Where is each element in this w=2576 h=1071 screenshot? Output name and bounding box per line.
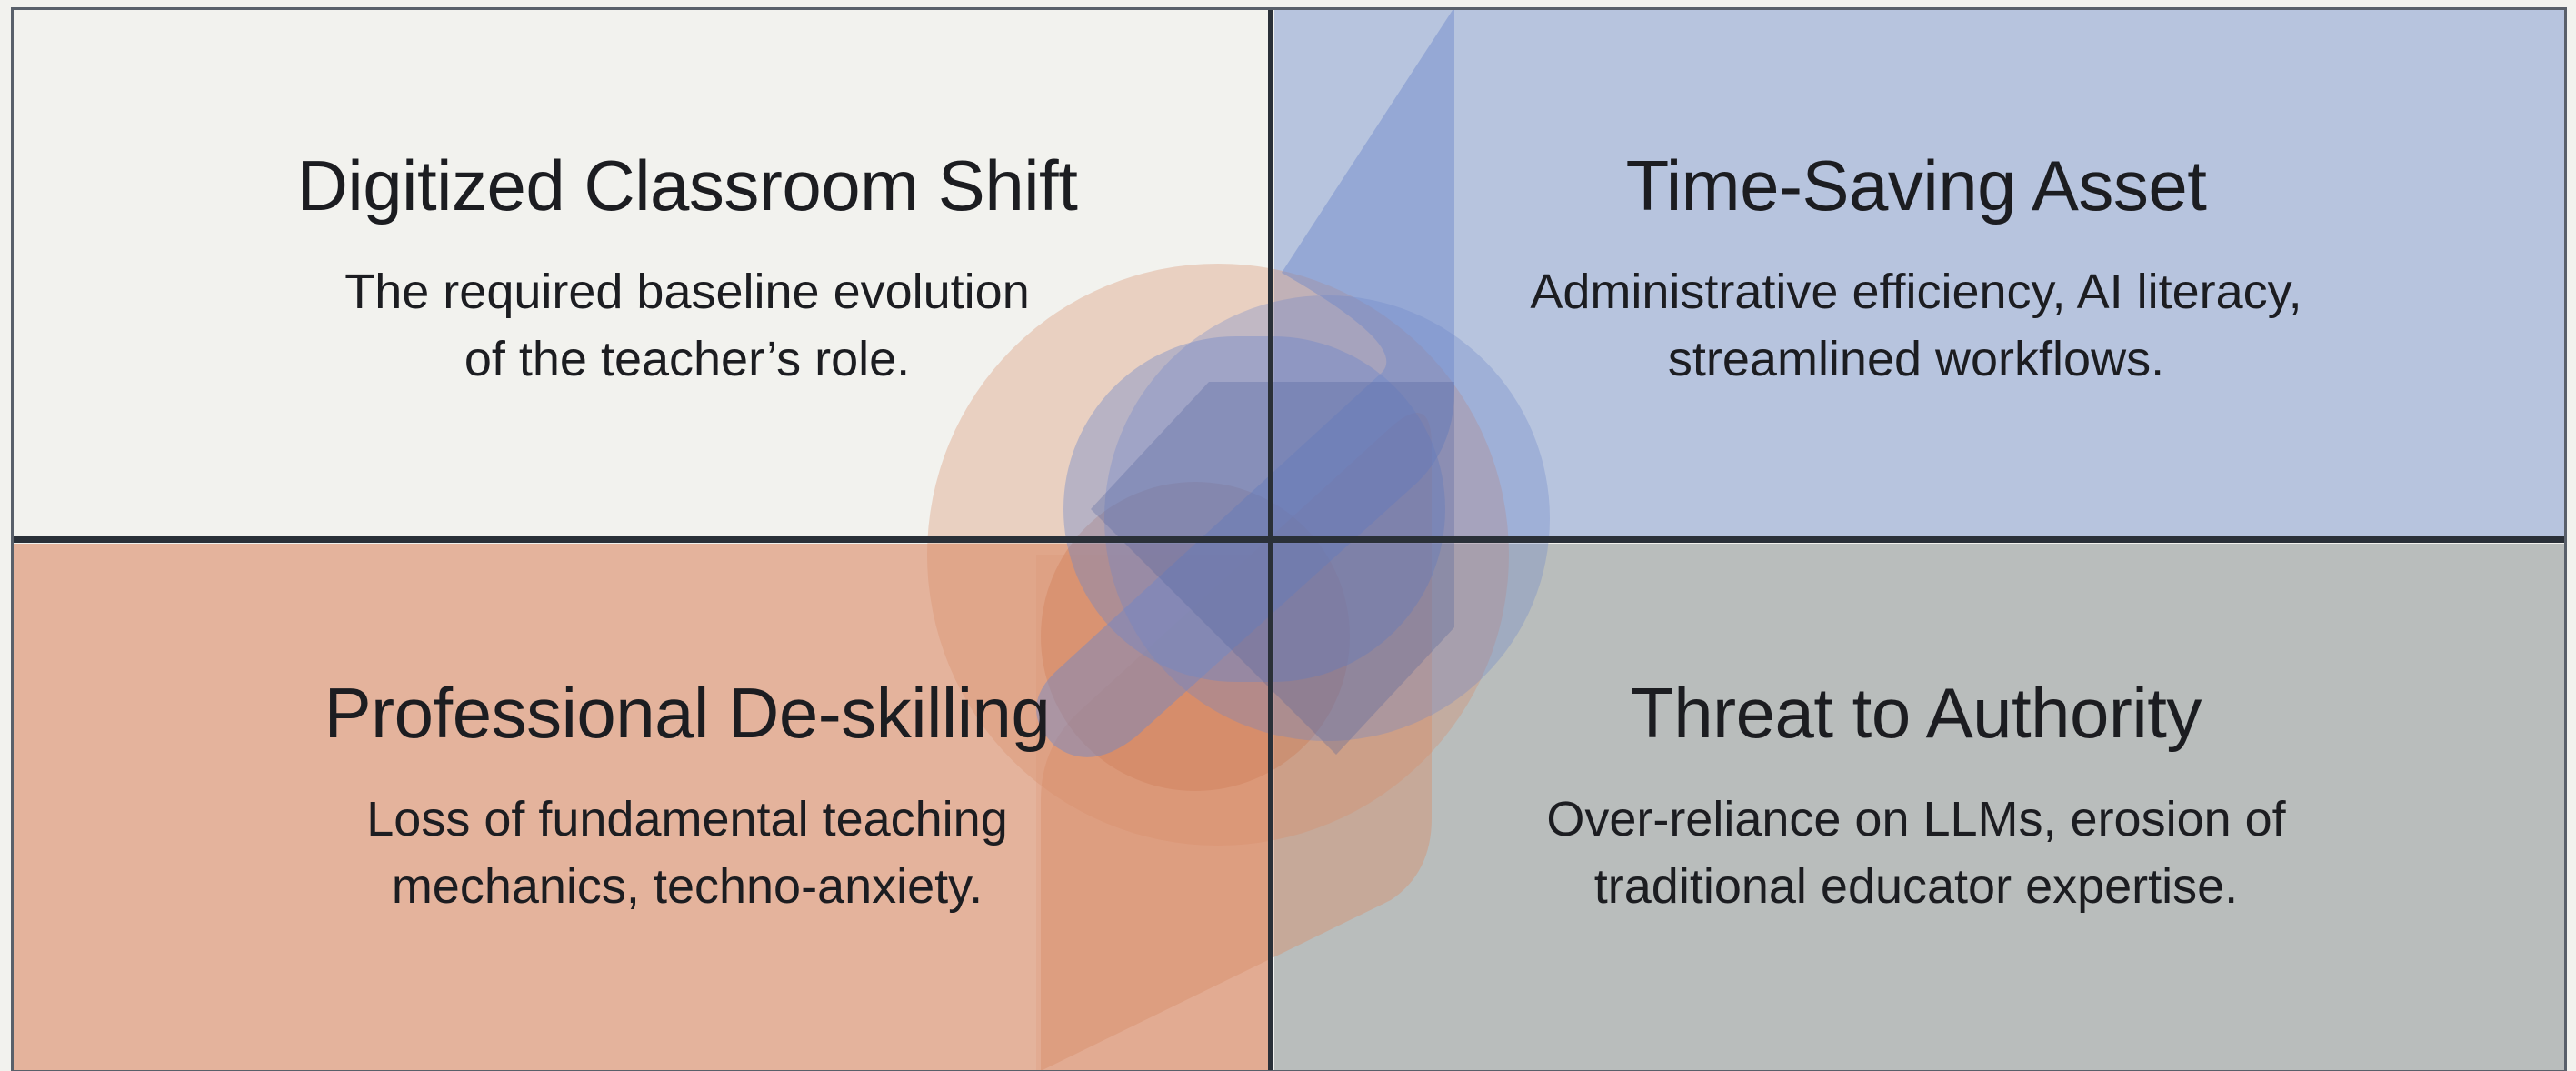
bottom-left-description: Loss of fundamental teaching mechanics, …	[136, 786, 1238, 920]
top-left-line-2: of the teacher’s role.	[464, 332, 911, 386]
bottom-left-title: Professional De-skilling	[324, 673, 1051, 753]
bottom-left-label: Professional De-skilling Loss of fundame…	[136, 671, 1238, 920]
bottom-right-label: Threat to Authority Over-reliance on LLM…	[1443, 671, 2389, 920]
bottom-right-line-1: Over-reliance on LLMs, erosion of	[1546, 792, 2286, 846]
quadrant-bottom-left	[13, 544, 1269, 1071]
top-right-line-1: Administrative efficiency, AI literacy,	[1530, 265, 2302, 319]
bottom-left-line-1: Loss of fundamental teaching	[366, 792, 1008, 846]
bottom-right-line-2: traditional educator expertise.	[1593, 859, 2239, 914]
top-right-description: Administrative efficiency, AI literacy, …	[1443, 258, 2389, 393]
bottom-right-description: Over-reliance on LLMs, erosion of tradit…	[1443, 786, 2389, 920]
quadrant-top-right	[1274, 9, 2565, 538]
top-left-title: Digitized Classroom Shift	[296, 145, 1078, 225]
bottom-left-line-2: mechanics, techno-anxiety.	[391, 859, 983, 914]
bottom-right-title: Threat to Authority	[1631, 673, 2202, 753]
horizontal-divider	[11, 536, 2567, 543]
top-right-label: Time-Saving Asset Administrative efficie…	[1443, 144, 2389, 393]
top-right-line-2: streamlined workflows.	[1667, 332, 2165, 386]
top-right-title: Time-Saving Asset	[1625, 145, 2207, 225]
top-left-line-1: The required baseline evolution	[344, 265, 1030, 319]
top-left-description: The required baseline evolution of the t…	[136, 258, 1238, 393]
quadrant-bottom-right	[1274, 544, 2565, 1071]
top-left-label: Digitized Classroom Shift The required b…	[136, 144, 1238, 393]
quadrant-top-left	[13, 9, 1269, 538]
